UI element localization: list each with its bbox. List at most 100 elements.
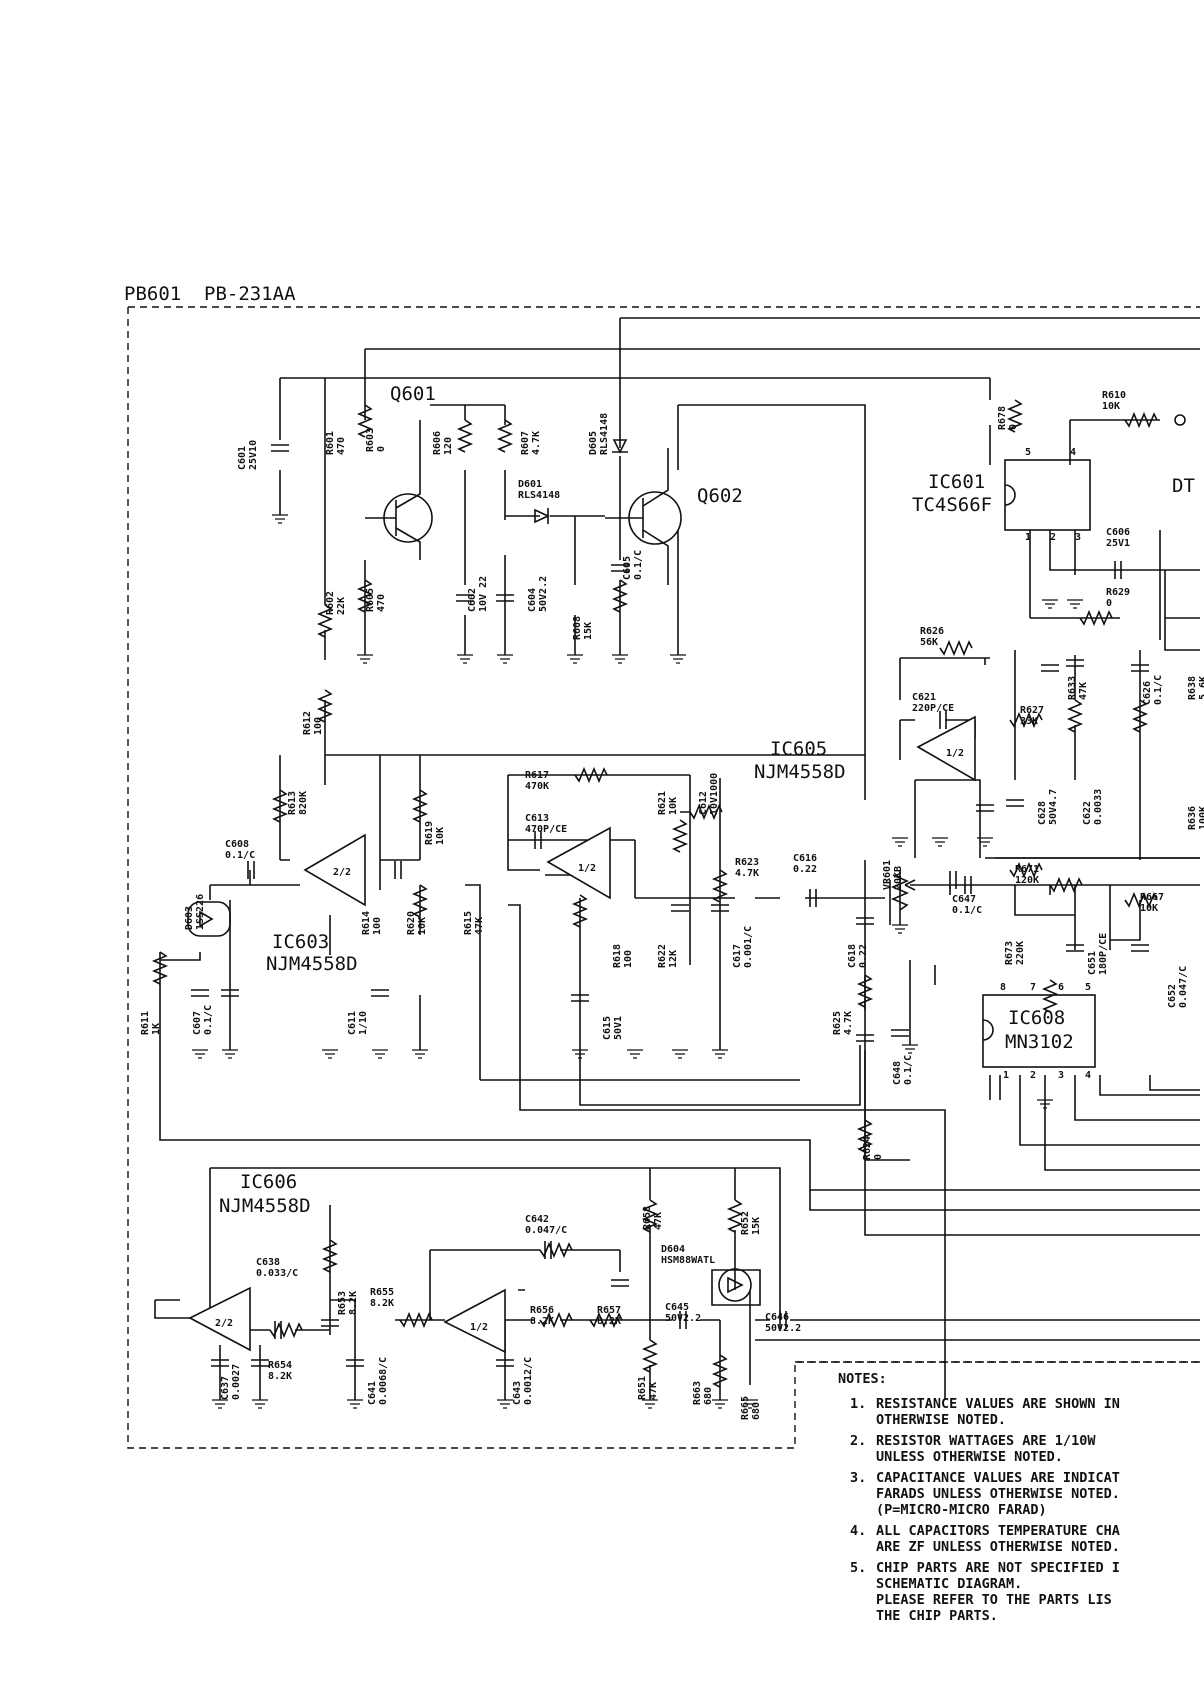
ground-symbol <box>212 1399 228 1409</box>
capacitor <box>371 989 389 997</box>
capacitor <box>221 989 239 997</box>
part-label-line: 10K <box>417 917 428 935</box>
part-label-line: 5.6K <box>1198 676 1204 700</box>
part-label-line: C621 <box>912 692 936 703</box>
capacitor <box>1114 561 1122 579</box>
part-label-line: R671 <box>1015 864 1039 875</box>
ground-symbol <box>272 514 288 524</box>
capacitor <box>544 1241 552 1259</box>
svg-text:7: 7 <box>1030 982 1036 993</box>
part-label-line: 8.2K <box>348 1291 359 1315</box>
part-label-line: R611 <box>140 1011 151 1035</box>
part-label-line: C638 <box>256 1257 280 1268</box>
resistor <box>411 789 429 823</box>
note-text: (P=MICRO-MICRO FARAD) <box>876 1502 1047 1518</box>
resistor <box>641 1339 659 1373</box>
capacitor <box>1066 944 1084 952</box>
diodes <box>534 439 628 524</box>
resistor <box>456 419 474 453</box>
part-label-line: 100 <box>372 917 383 935</box>
ground-symbol <box>902 1044 918 1054</box>
capacitor <box>247 861 255 879</box>
note-text: RESISTOR WATTAGES ARE 1/10W <box>876 1433 1096 1449</box>
note-number: 2. <box>850 1433 866 1449</box>
ic603-ref: IC603 <box>272 931 329 953</box>
part-label-line: 1K <box>151 1023 162 1035</box>
vr601-potentiometer <box>890 870 916 925</box>
part-label-line: 8.2K <box>370 1298 394 1309</box>
capacitor <box>611 564 629 572</box>
part-label-line: D605 <box>588 431 599 455</box>
svg-text:3: 3 <box>1058 1070 1064 1081</box>
capacitor <box>346 1359 364 1367</box>
part-label-line: 20KB <box>893 866 904 890</box>
ground-symbol <box>712 1049 728 1059</box>
ic601-part: TC4S66F <box>912 494 992 516</box>
ground-symbol <box>672 1049 688 1059</box>
capacitor <box>809 889 817 907</box>
part-label-line: 12K <box>668 950 679 968</box>
part-label-line: R618 <box>612 944 623 968</box>
resistor <box>711 1354 729 1388</box>
ground-symbol <box>1067 599 1083 609</box>
resistor <box>496 419 514 453</box>
part-label-line: RLS4148 <box>518 490 560 501</box>
part-label-line: 8.2K <box>268 1371 292 1382</box>
part-label-line: 470P/CE <box>525 824 567 835</box>
part-label-line: 50V1 <box>613 1016 624 1040</box>
part-label-line: 220P/CE <box>912 703 954 714</box>
part-label-line: 0.1/C <box>903 1055 914 1085</box>
note-text: ALL CAPACITORS TEMPERATURE CHA <box>876 1523 1120 1539</box>
capacitor <box>251 1359 269 1367</box>
part-label-line: 0.047/C <box>1178 966 1189 1008</box>
part-label-line: 10V 22 <box>478 576 489 612</box>
resistor <box>411 884 429 918</box>
capacitor <box>191 989 209 997</box>
part-label-line: C645 <box>665 1302 689 1313</box>
part-label-line: C606 <box>1106 527 1130 538</box>
part-label-line: C648 <box>892 1061 903 1085</box>
ic606-part: NJM4558D <box>219 1195 311 1217</box>
capacitor <box>1131 664 1149 672</box>
part-label-line: R610 <box>1102 390 1126 401</box>
part-label-line: 820K <box>298 791 309 815</box>
part-label-line: 0 <box>873 1154 884 1160</box>
diode-d603 <box>187 901 231 937</box>
part-label-line: 10K <box>668 797 679 815</box>
part-label-line: 10V1000 <box>709 773 720 815</box>
ic601-ref: IC601 <box>928 471 985 493</box>
led-d604 <box>711 1268 761 1306</box>
part-label-line: C615 <box>602 1016 613 1040</box>
ground-symbol <box>670 654 686 664</box>
part-label-line: D601 <box>518 479 542 490</box>
note-number: 1. <box>850 1396 866 1412</box>
ground-symbol <box>322 1049 338 1059</box>
part-label-line: 680 <box>751 1402 762 1420</box>
resistor <box>1066 699 1084 733</box>
